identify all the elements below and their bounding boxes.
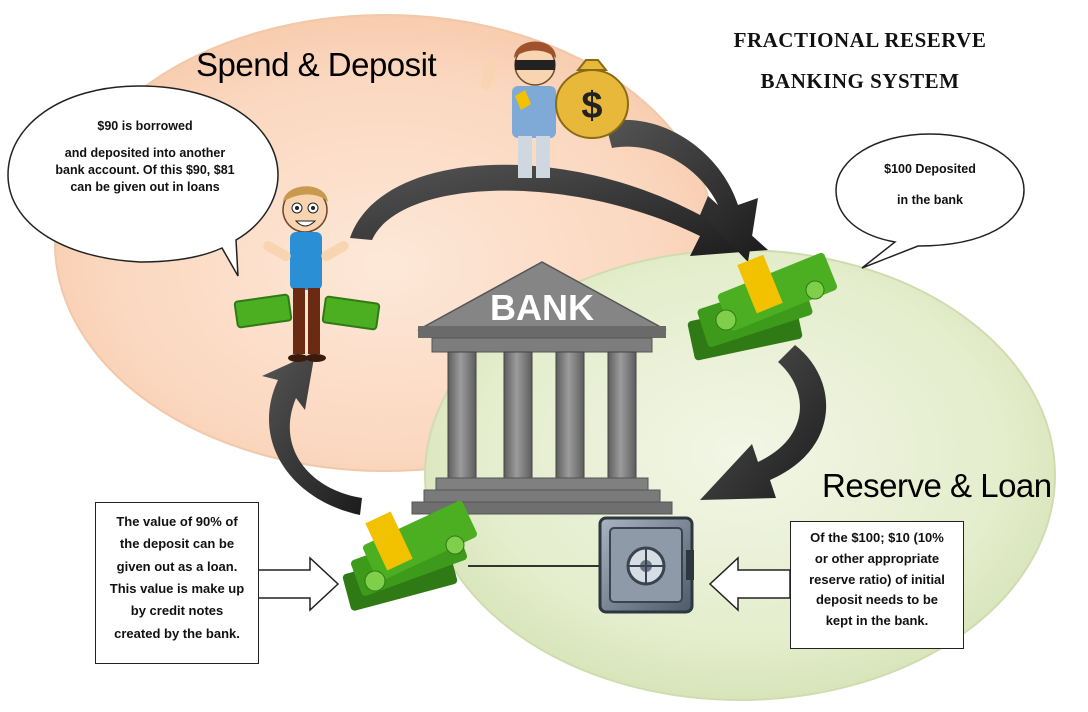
money-stack-icon — [342, 500, 477, 611]
reserve-line-3: reserve ratio) of initial — [809, 571, 945, 587]
reserve-line-1: Of the $100; $10 (10% — [810, 530, 944, 545]
bubble-borrowed-text: $90 is borrowed and deposited into anoth… — [30, 118, 260, 196]
title-line-1: FRACTIONAL RESERVE — [733, 28, 987, 52]
speech-bubble-deposited — [835, 133, 1025, 269]
bubble-borrowed-line-4: can be given out in loans — [70, 179, 220, 194]
loan-value-line-2: the deposit can be — [119, 536, 235, 552]
flow-arrows — [262, 119, 827, 515]
bubble-deposited-line-1: $100 Deposited — [884, 162, 976, 176]
money-bag-symbol: $ — [581, 85, 602, 127]
safe-icon — [598, 516, 694, 614]
section-label-reserve-loan: Reserve & Loan — [822, 467, 1052, 504]
loan-value-line-6: created by the bank. — [114, 625, 240, 641]
money-stack-icon — [687, 252, 838, 361]
reserve-line-2: or other appropriate — [814, 550, 940, 566]
arrow-person-to-bank — [350, 164, 768, 256]
loan-value-line-4: This value is make up — [109, 581, 245, 597]
arrow-money-to-person — [262, 352, 362, 515]
bank-label: BANK — [490, 287, 594, 328]
pointer-arrow-right — [708, 556, 791, 612]
loan-value-box: The value of 90% of the deposit can be g… — [95, 502, 259, 664]
pointer-arrow-left — [257, 556, 340, 612]
title-line-2: BANKING SYSTEM — [760, 69, 960, 93]
arrow-thief-to-money — [605, 119, 758, 262]
bubble-borrowed-line-3: bank account. Of this $90, $81 — [55, 162, 235, 177]
loan-value-line-5: by credit notes — [130, 603, 224, 619]
bubble-borrowed-line-2: and deposited into another — [64, 145, 226, 160]
bubble-deposited-text: $100 Deposited in the bank — [855, 161, 1005, 209]
loan-value-line-1: The value of 90% of — [116, 514, 238, 529]
reserve-line-4: deposit needs to be — [815, 592, 939, 608]
reserve-line-5: kept in the bank. — [825, 613, 929, 629]
loan-value-line-3: given out as a loan. — [116, 558, 238, 574]
section-label-spend-deposit: Spend & Deposit — [196, 46, 437, 83]
arrow-money-to-safe — [700, 345, 827, 500]
thief-icon — [480, 41, 556, 178]
diagram-title: FRACTIONAL RESERVE BANKING SYSTEM — [700, 28, 1020, 94]
person-icon — [233, 186, 381, 362]
bubble-borrowed-line-1: $90 is borrowed — [97, 119, 193, 133]
speech-bubble-borrowed — [7, 85, 279, 277]
bubble-deposited-line-2: in the bank — [897, 192, 963, 207]
bank-icon: BANK — [411, 261, 673, 515]
money-bag-icon: $ — [555, 59, 629, 139]
reserve-box: Of the $100; $10 (10% or other appropria… — [790, 521, 964, 649]
